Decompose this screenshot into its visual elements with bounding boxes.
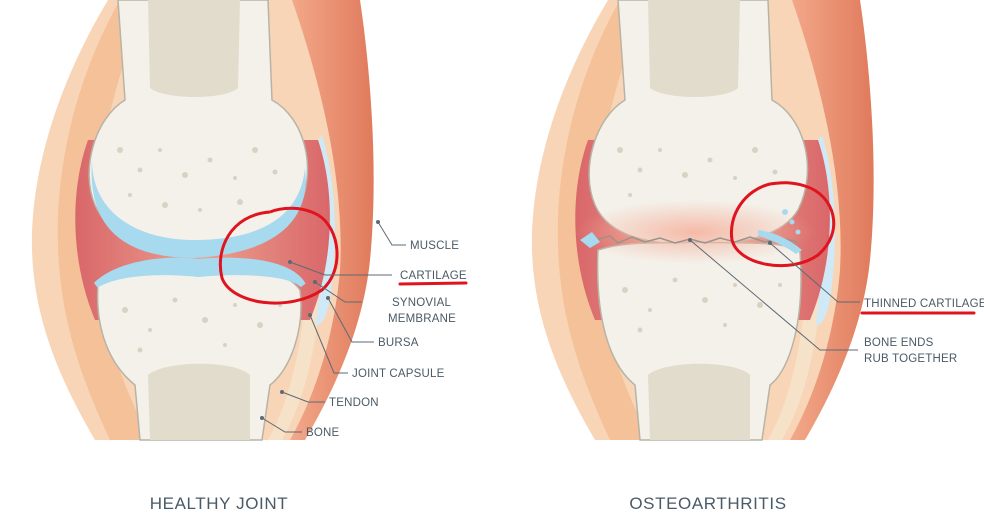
annotation-circle [218,206,339,305]
tibia-marrow [648,363,750,440]
osteo-leaders [688,238,860,351]
healthy-labels: MUSCLE CARTILAGE SYNOVIAL MEMBRANE BURSA… [306,240,467,439]
fat-layer [557,0,650,440]
label-cartilage: CARTILAGE [400,270,467,282]
label-bone: BONE [306,427,340,439]
label-membrane: MEMBRANE [388,313,456,325]
osteoarthritis-illustration [531,0,874,441]
annotation-circle [729,181,836,268]
femur-cartilage [91,160,306,258]
cartilage-fragment [795,229,801,235]
muscle [290,0,374,440]
thinned-cartilage-left [580,232,600,248]
bone-texture [117,147,282,353]
label-muscle: MUSCLE [410,240,459,252]
healthy-joint-title: HEALTHY JOINT [150,494,288,513]
thinned-cartilage-right [758,230,802,254]
healthy-joint-illustration [31,0,374,441]
cartilage-fragment [782,209,788,215]
tendon [768,300,820,440]
tibia-cartilage [93,257,306,288]
label-thinned-cartilage: THINNED CARTILAGE [864,298,984,310]
tendon [268,300,320,440]
osteo-labels: THINNED CARTILAGE BONE ENDS RUB TOGETHER [864,298,984,365]
label-rub-together: RUB TOGETHER [864,353,957,365]
label-tendon: TENDON [329,397,379,409]
osteoarthritis-title: OSTEOARTHRITIS [629,494,786,513]
cartilage-underline [398,281,468,286]
label-bone-ends: BONE ENDS [864,337,934,349]
fat-layer [57,0,150,440]
femur-marrow [648,0,740,97]
tibia-marrow [148,363,250,440]
label-bursa: BURSA [378,337,419,349]
label-joint-capsule: JOINT CAPSULE [352,368,445,380]
cartilage-fragment [789,219,795,225]
femur-marrow [148,0,240,97]
healthy-leaders [260,220,406,433]
label-synovial: SYNOVIAL [392,297,452,309]
bone-texture [617,147,782,333]
muscle [790,0,874,440]
inflammation [575,200,815,264]
